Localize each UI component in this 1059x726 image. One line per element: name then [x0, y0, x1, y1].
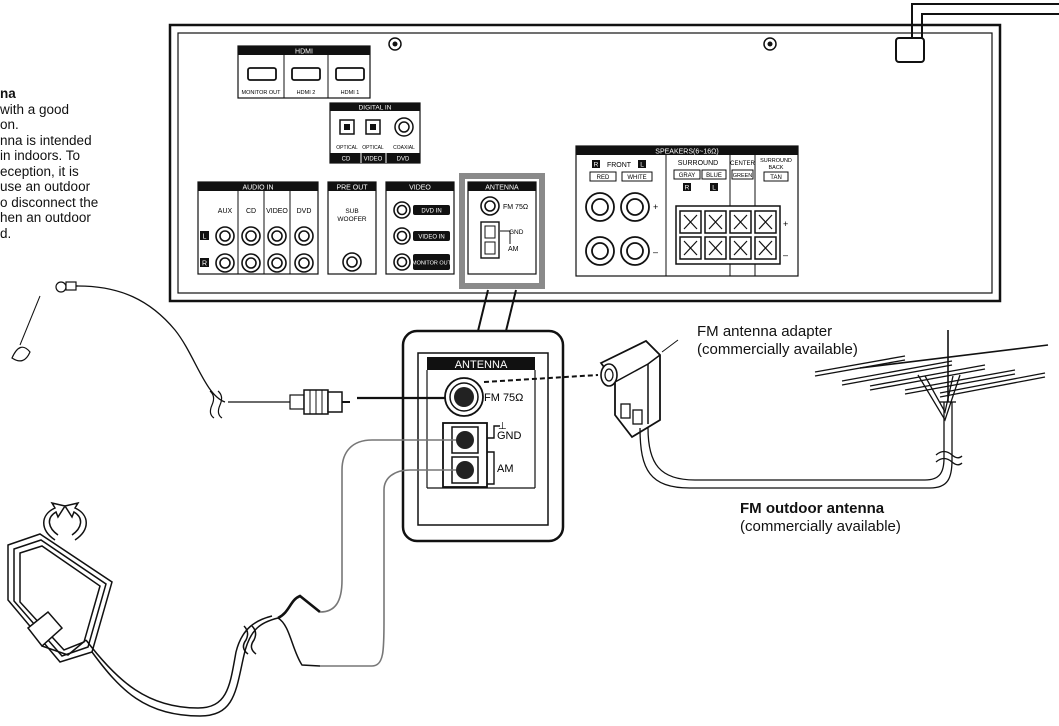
antenna-zoom-gnd: GND	[497, 430, 522, 442]
front-color-label: RED	[597, 175, 610, 181]
rca-jack-grid	[215, 226, 314, 273]
note-line: d.	[0, 225, 12, 241]
surround-color-label: GRAY	[679, 173, 696, 179]
fm-coax-plug	[289, 389, 350, 415]
note-line: with a good	[0, 101, 70, 117]
front-l-mark: L	[640, 162, 644, 169]
audio-column-label: AUX	[218, 208, 233, 215]
center-color-label: GREEN	[733, 173, 753, 179]
fm-adapter-dashed-link	[483, 374, 599, 383]
audio-left-mark: L	[203, 234, 207, 241]
fm-antenna-adapter	[599, 339, 679, 439]
speaker-terminal-block	[675, 205, 781, 265]
antenna-small-fm: FM 75Ω	[503, 204, 528, 211]
digital-jack-label: OPTICAL	[362, 145, 384, 151]
indoor-antenna-note: na with a good on. nna is intended in in…	[0, 86, 150, 241]
speakers-header: SPEAKERS(6~16Ω)	[655, 149, 718, 156]
front-color-label: WHITE	[627, 175, 646, 181]
screw-left	[388, 37, 402, 51]
hdmi-header: HDMI	[295, 49, 313, 56]
adapter-callout-line: (commercially available)	[697, 341, 858, 358]
indoor-fm-antenna	[11, 281, 290, 419]
am-gnd-terminal[interactable]	[442, 422, 488, 488]
audio-in-section: AUDIO IN AUX CD VIDEO DVD L R	[197, 181, 319, 275]
surround-back-label: BACK	[769, 165, 784, 171]
hdmi-port-label: HDMI 1	[341, 90, 360, 96]
digital-source-label: DVD	[397, 157, 410, 163]
subwoofer-label: WOOFER	[337, 216, 367, 223]
fm-75-ohm-jack[interactable]	[444, 377, 484, 417]
antenna-section-small: ANTENNA FM 75Ω GND AM	[459, 173, 545, 289]
screw-right	[763, 37, 777, 51]
power-cord	[895, 3, 1059, 63]
video-jack-label: MONITOR OUT	[412, 261, 452, 267]
antenna-small-am: AM	[508, 246, 519, 253]
digital-in-header: DIGITAL IN	[359, 105, 392, 112]
hdmi-section: HDMI MONITOR OUT HDMI 2 HDMI 1	[237, 45, 371, 99]
subwoofer-label: SUB	[345, 208, 358, 215]
antenna-zoom-am: AM	[497, 463, 514, 475]
note-line: on.	[0, 117, 19, 132]
center-label: CENTER	[730, 161, 755, 167]
pre-out-section: PRE OUT SUB WOOFER	[327, 181, 377, 275]
fm-outdoor-antenna	[639, 330, 1049, 489]
front-plus: +	[653, 202, 658, 212]
am-lead-wires	[319, 439, 456, 667]
antenna-zoom-panel: ANTENNA FM 75Ω ⊥ GND AM	[401, 329, 565, 543]
note-line: use an outdoor	[0, 179, 91, 194]
am-loop-antenna	[7, 501, 321, 717]
surround-plus: +	[783, 219, 788, 229]
speakers-section: SPEAKERS(6~16Ω) R FRONT L RED WHITE + –	[575, 145, 799, 277]
front-minus: –	[653, 247, 658, 257]
ground-symbol-icon: ⊥	[498, 421, 507, 432]
surround-minus: –	[783, 250, 788, 260]
note-line: hen an outdoor	[0, 210, 91, 225]
antenna-zoom-header: ANTENNA	[455, 359, 508, 371]
digital-jack-label: COAXIAL	[393, 145, 415, 151]
front-r-mark: R	[594, 162, 599, 169]
surround-r-mark: R	[685, 185, 690, 192]
note-title: na	[0, 86, 16, 101]
surround-label: SURROUND	[678, 160, 718, 167]
digital-in-section: DIGITAL IN OPTICAL OPTICAL COAXIAL CD VI…	[329, 102, 421, 164]
note-line: o disconnect the	[0, 194, 99, 210]
antenna-zoom-fm: FM 75Ω	[484, 392, 523, 404]
fm-outdoor-callout: FM outdoor antenna (commercially availab…	[740, 500, 901, 536]
note-line: nna is intended	[0, 132, 92, 148]
video-header: VIDEO	[409, 185, 431, 192]
surround-back-label: SURROUND	[760, 158, 792, 164]
outdoor-callout-sub: (commercially available)	[740, 518, 901, 535]
surround-back-color-label: TAN	[770, 175, 782, 181]
audio-right-mark: R	[202, 261, 207, 268]
front-label: FRONT	[607, 162, 632, 169]
audio-in-header: AUDIO IN	[242, 185, 273, 192]
surround-color-label: BLUE	[706, 173, 722, 179]
pre-out-header: PRE OUT	[336, 185, 368, 192]
antenna-small-gnd: GND	[509, 229, 524, 236]
outdoor-callout-title: FM outdoor antenna	[740, 500, 885, 517]
video-jack-label: DVD IN	[421, 209, 441, 215]
video-jack-label: VIDEO IN	[418, 235, 444, 241]
hdmi-port-label: MONITOR OUT	[241, 90, 281, 96]
adapter-callout-line: FM antenna adapter	[697, 323, 833, 340]
note-line: eception, it is	[0, 163, 79, 179]
note-line: in indoors. To	[0, 148, 81, 163]
audio-column-label: DVD	[297, 208, 312, 215]
video-section: VIDEO DVD IN VIDEO IN MONITOR OUT	[385, 181, 455, 275]
receiver-rear-panel: HDMI MONITOR OUT HDMI 2 HDMI 1 DIGITAL I…	[168, 3, 1059, 303]
surround-l-mark: L	[712, 185, 716, 192]
antenna-small-header: ANTENNA	[485, 185, 519, 192]
digital-source-label: CD	[342, 157, 351, 163]
audio-column-label: CD	[246, 208, 256, 215]
hdmi-port-label: HDMI 2	[297, 90, 316, 96]
digital-jack-label: OPTICAL	[336, 145, 358, 151]
zoom-connector	[477, 289, 517, 332]
audio-column-label: VIDEO	[266, 208, 288, 215]
digital-source-label: VIDEO	[364, 157, 383, 163]
fm-adapter-callout: FM antenna adapter (commercially availab…	[697, 323, 858, 359]
